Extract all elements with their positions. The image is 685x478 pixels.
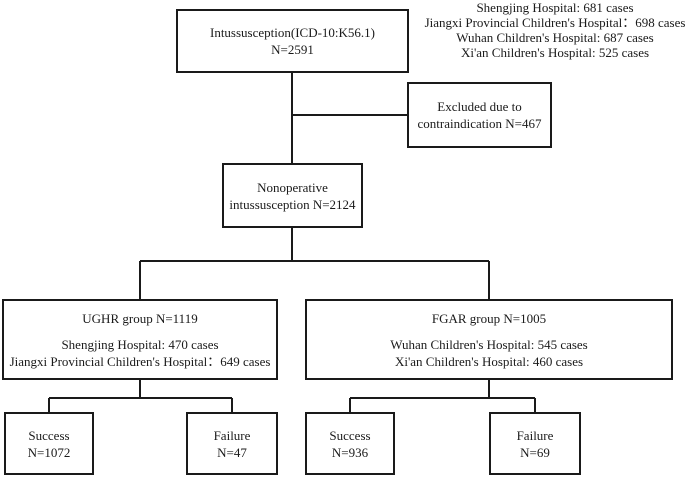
fgar-success-n: N=936 <box>331 444 369 460</box>
intussusception-total-box: Intussusception(ICD-10:K56.1) N=2591 <box>176 9 409 73</box>
note-line-wuhan: Wuhan Children's Hospital: 687 cases <box>456 30 654 45</box>
ughr-group-box: UGHR group N=1119 Shengjing Hospital: 47… <box>2 299 278 380</box>
note-line-jiangxi: Jiangxi Provincial Children's Hospital：6… <box>424 15 685 30</box>
excluded-line1: Excluded due to <box>437 99 522 114</box>
nonoperative-line2: intussusception N=2124 <box>229 196 356 212</box>
fgar-success-label: Success <box>329 427 371 443</box>
ughr-failure-n: N=47 <box>217 444 247 460</box>
top-box-line1: Intussusception(ICD-10:K56.1) <box>209 25 375 40</box>
fgar-failure-label: Failure <box>516 427 554 443</box>
fgar-group-box: FGAR group N=1005 Wuhan Children's Hospi… <box>305 299 673 380</box>
ughr-success-n: N=1072 <box>27 444 71 460</box>
fgar-line2: Xi'an Children's Hospital: 460 cases <box>394 353 584 369</box>
ughr-line1: Shengjing Hospital: 470 cases <box>61 336 219 352</box>
ughr-failure-label: Failure <box>213 427 251 443</box>
note-line-xian: Xi'an Children's Hospital: 525 cases <box>460 45 650 60</box>
fgar-success-box: Success N=936 <box>305 412 395 475</box>
ughr-title: UGHR group N=1119 <box>82 310 198 326</box>
nonoperative-line1: Nonoperative <box>257 179 328 195</box>
ughr-line2: Jiangxi Provincial Children's Hospital：6… <box>9 353 271 369</box>
nonoperative-box: Nonoperative intussusception N=2124 <box>222 163 363 228</box>
hospital-cases-note: Shengjing Hospital: 681 cases Jiangxi Pr… <box>420 0 685 60</box>
fgar-title: FGAR group N=1005 <box>431 310 547 326</box>
top-box-line2: N=2591 <box>271 42 314 57</box>
ughr-failure-box: Failure N=47 <box>186 412 278 475</box>
fgar-failure-box: Failure N=69 <box>489 412 581 475</box>
ughr-success-label: Success <box>28 427 70 443</box>
ughr-success-box: Success N=1072 <box>4 412 94 475</box>
fgar-failure-n: N=69 <box>520 444 550 460</box>
excluded-line2: contraindication N=467 <box>417 116 542 131</box>
fgar-line1: Wuhan Children's Hospital: 545 cases <box>390 336 588 352</box>
note-line-shengjing: Shengjing Hospital: 681 cases <box>476 0 634 15</box>
excluded-box: Excluded due to contraindication N=467 <box>407 82 552 148</box>
